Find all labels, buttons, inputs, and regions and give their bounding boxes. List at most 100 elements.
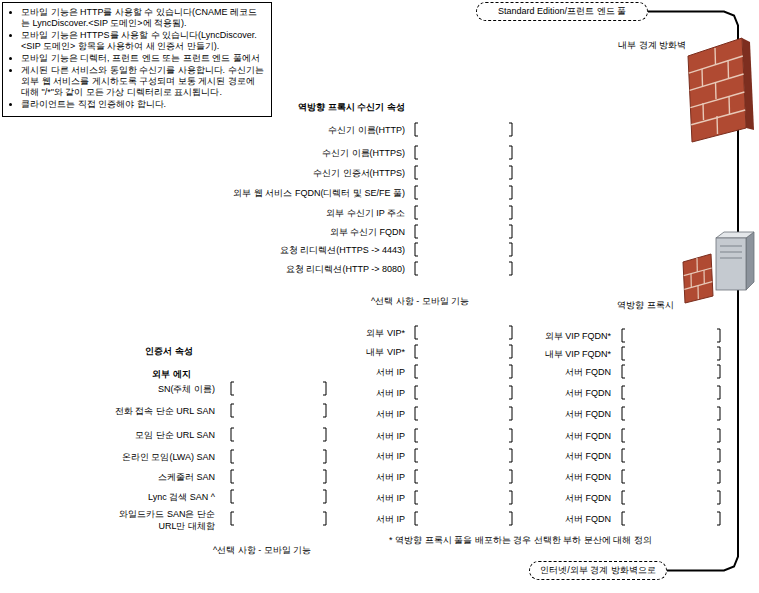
field-label: 서버 IP xyxy=(376,366,405,378)
field-label: 서버 FQDN xyxy=(565,492,611,504)
firewall-wall xyxy=(683,254,713,303)
field-label: 외부 VIP FQDN* xyxy=(545,330,611,342)
field-bracket xyxy=(231,470,326,483)
section-heading: 외부 에지 xyxy=(152,368,191,380)
field-bracket xyxy=(415,491,512,504)
section-heading: 인증서 속성 xyxy=(145,345,193,357)
box-label: Standard Edition/프런트 엔드 풀 xyxy=(487,6,637,17)
server-top xyxy=(716,232,754,238)
field-label: 내부 VIP FQDN* xyxy=(545,348,611,360)
field-label: 서버 FQDN xyxy=(565,430,611,442)
brick-lines xyxy=(684,258,713,299)
field-label: 수신기 이름(HTTP) xyxy=(328,124,405,136)
field-bracket xyxy=(622,429,720,442)
server-slots xyxy=(720,246,742,258)
pool-box: Standard Edition/프런트 엔드 풀 xyxy=(476,2,648,21)
bullet-item: 모바일 기능은 HTTP를 사용할 수 있습니다(CNAME 레코드는 Lync… xyxy=(21,7,265,29)
brick-lines xyxy=(689,48,745,134)
note-text: ^선택 사항 - 모바일 기능 xyxy=(371,295,469,307)
field-label: 와일드카드 SAN은 단순 URL만 대체함 xyxy=(103,508,215,532)
bullet-list: 모바일 기능은 HTTP를 사용할 수 있습니다(CNAME 레코드는 Lync… xyxy=(7,7,265,110)
field-bracket xyxy=(415,123,512,136)
field-bracket xyxy=(622,470,720,483)
field-label: 외부 수신기 IP 주소 xyxy=(326,207,405,219)
field-label: 수신기 인증서(HTTPS) xyxy=(313,167,405,179)
field-bracket xyxy=(415,166,512,179)
field-label: 외부 VIP* xyxy=(366,327,405,339)
field-bracket xyxy=(622,347,720,360)
field-label: 서버 FQDN xyxy=(565,450,611,462)
field-bracket xyxy=(415,470,512,483)
note-text: * 역방향 프록시 풀을 배포하는 경우 선택한 부하 분산에 대해 정의 xyxy=(389,534,652,546)
device-label: 역방향 프록시 xyxy=(617,299,674,311)
field-bracket xyxy=(415,429,512,442)
field-bracket xyxy=(415,206,512,219)
field-bracket xyxy=(231,382,326,395)
field-label: 스케줄러 SAN xyxy=(158,471,215,483)
field-label: 서버 FQDN xyxy=(565,387,611,399)
server-front xyxy=(716,238,746,290)
field-bracket xyxy=(231,490,326,503)
field-label: 내부 VIP* xyxy=(366,346,405,358)
field-bracket xyxy=(622,449,720,462)
field-label: 서버 IP xyxy=(376,471,405,483)
field-label: 모임 단순 URL SAN xyxy=(135,429,215,441)
boundary-box: 인터넷/외부 경계 방화벽으로 xyxy=(529,561,667,580)
field-label: SN(주체 이름) xyxy=(158,383,215,395)
bullet-item: 모바일 기능은 디렉터, 프런트 엔드 또는 프런트 엔드 풀에서 xyxy=(21,53,265,64)
firewall-wall xyxy=(688,38,746,142)
field-bracket xyxy=(415,449,512,462)
field-brackets xyxy=(231,123,720,525)
field-bracket xyxy=(622,386,720,399)
field-bracket xyxy=(415,386,512,399)
field-label: 서버 FQDN xyxy=(565,513,611,525)
field-bracket xyxy=(231,450,326,463)
field-bracket xyxy=(415,225,512,238)
field-bracket xyxy=(231,404,326,417)
field-bracket xyxy=(622,512,720,525)
field-bracket xyxy=(415,407,512,420)
field-label: 서버 IP xyxy=(376,387,405,399)
bullet-item: 클라이언트는 직접 인증해야 합니다. xyxy=(21,99,265,110)
bullet-item: 게시된 다른 서비스와 동일한 수신기를 사용합니다. 수신기는 외부 웹 서비… xyxy=(21,65,265,98)
field-bracket xyxy=(415,146,512,159)
device-label: 내부 경계 방화벽 xyxy=(618,39,686,51)
firewall-icon xyxy=(683,254,713,303)
server-side xyxy=(746,232,754,290)
field-bracket xyxy=(415,345,512,358)
field-label: Lync 검색 SAN ^ xyxy=(148,491,215,503)
field-label: 외부 수신기 FQDN xyxy=(330,226,406,238)
field-label: 온라인 모임(LWA) SAN xyxy=(122,451,215,463)
field-label: 서버 IP xyxy=(376,408,405,420)
field-label: 전화 접속 단순 URL SAN xyxy=(115,405,215,417)
bullet-item: 모바일 기능은 HTTPS를 사용할 수 있습니다(LyncDiscover.<… xyxy=(21,30,265,52)
field-label: 요청 리디렉션(HTTPS -> 4443) xyxy=(280,244,405,256)
box-label: 인터넷/외부 경계 방화벽으로 xyxy=(540,565,656,576)
field-label: 외부 웹 서비스 FQDN(디렉터 및 SE/FE 풀) xyxy=(233,187,405,199)
field-label: 서버 FQDN xyxy=(565,471,611,483)
field-bracket xyxy=(622,491,720,504)
field-bracket xyxy=(415,262,512,275)
field-bracket xyxy=(622,407,720,420)
field-label: 수신기 이름(HTTPS) xyxy=(322,147,405,159)
field-bracket xyxy=(231,512,326,525)
field-bracket xyxy=(415,243,512,256)
field-label: 서버 IP xyxy=(376,430,405,442)
field-label: 서버 IP xyxy=(376,513,405,525)
field-label: 서버 FQDN xyxy=(565,408,611,420)
field-bracket xyxy=(231,428,326,441)
field-bracket xyxy=(622,329,720,342)
server-icon xyxy=(716,232,754,290)
field-bracket xyxy=(415,186,512,199)
firewall-icon xyxy=(688,38,754,142)
field-bracket xyxy=(415,326,512,339)
field-bracket xyxy=(415,365,512,378)
note-text: ^선택 사항 - 모바일 기능 xyxy=(213,544,311,556)
field-bracket xyxy=(622,365,720,378)
field-label: 요청 리디렉션(HTTP -> 8080) xyxy=(286,263,405,275)
note-box: 모바일 기능은 HTTP를 사용할 수 있습니다(CNAME 레코드는 Lync… xyxy=(2,2,272,117)
field-label: 서버 IP xyxy=(376,492,405,504)
field-label: 서버 IP xyxy=(376,450,405,462)
section-heading: 역방향 프록시 수신기 속성 xyxy=(298,101,405,113)
